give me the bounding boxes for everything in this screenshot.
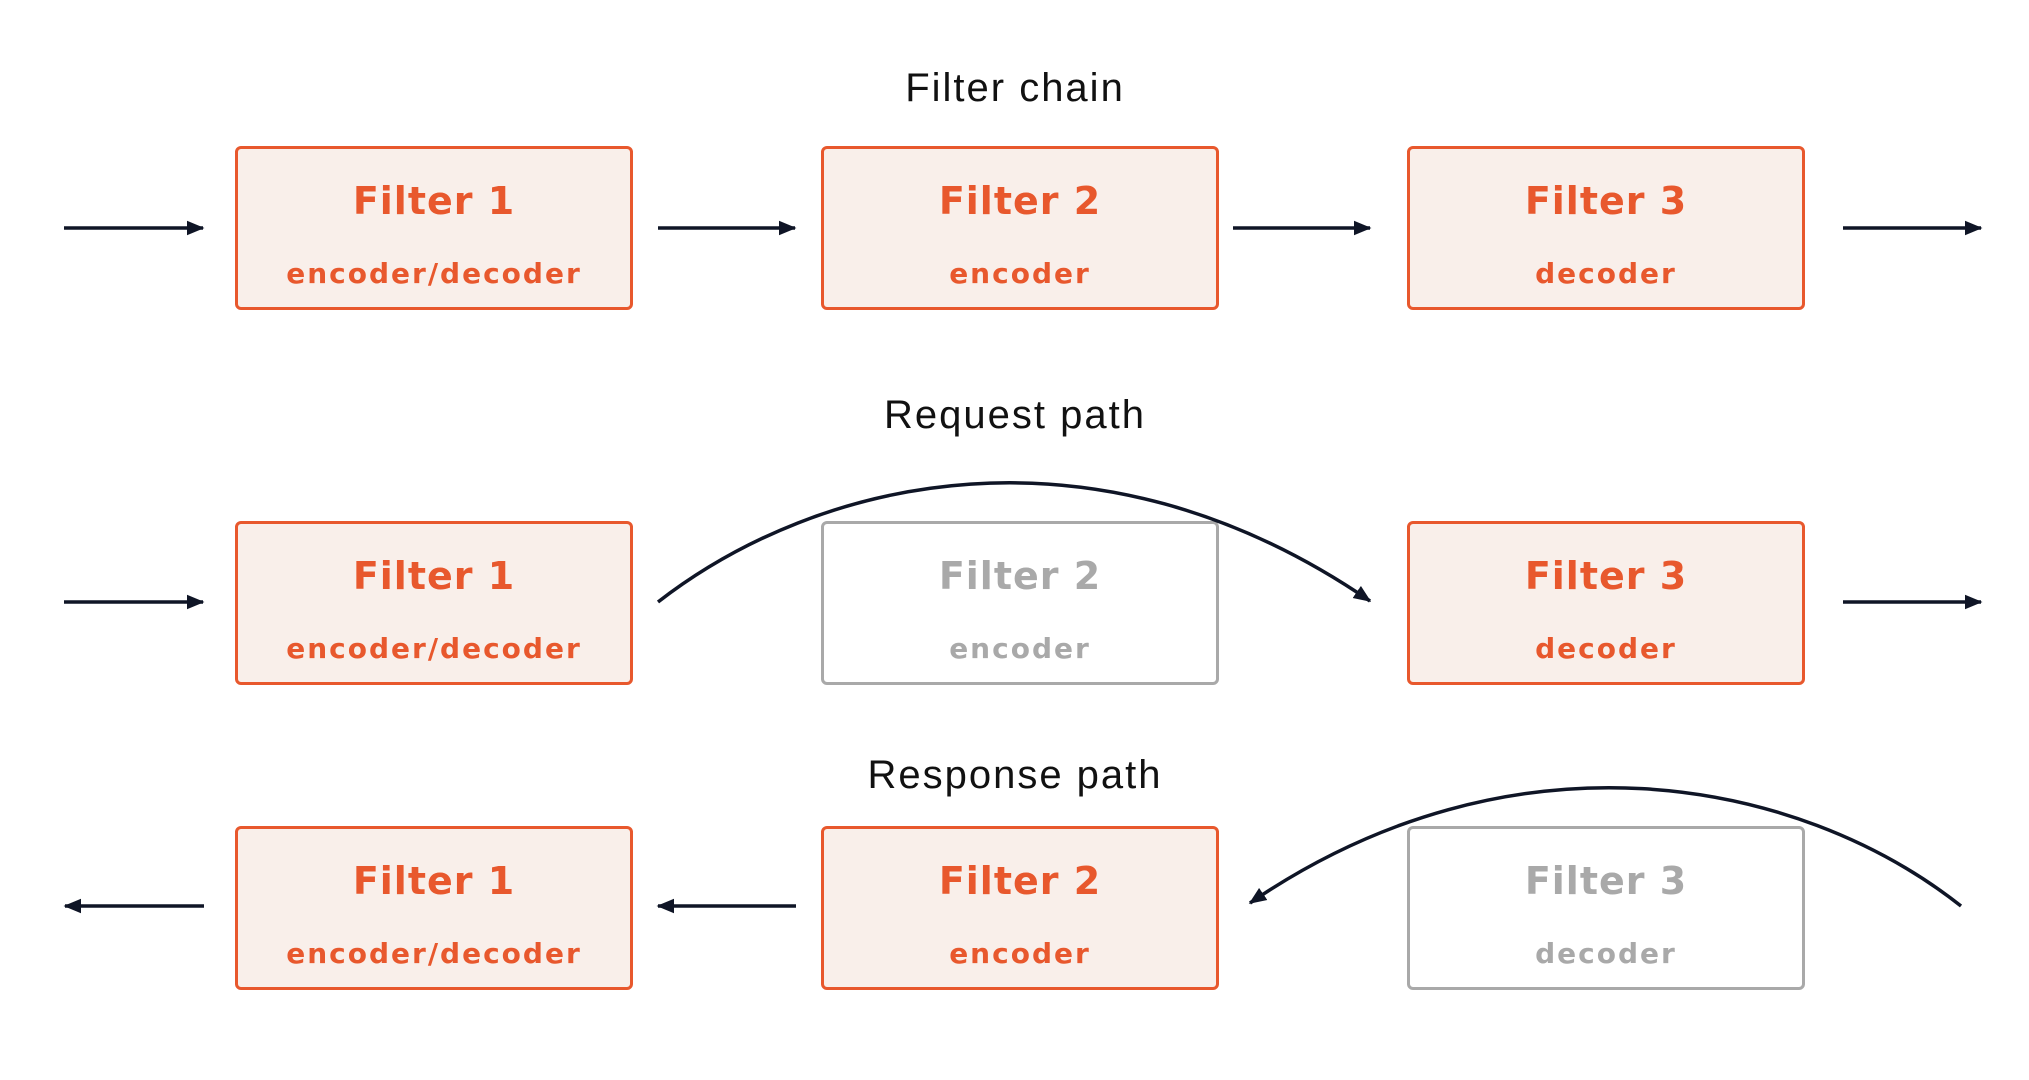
filter-name: Filter 3 (1524, 554, 1688, 598)
filter-role: encoder (949, 632, 1091, 665)
filter-name: Filter 1 (352, 554, 516, 598)
response-skip-arc-arrow (1248, 786, 1963, 908)
filter-name: Filter 2 (938, 859, 1102, 903)
filter-name: Filter 3 (1524, 859, 1688, 903)
chain-filter-2-box: Filter 2 encoder (821, 146, 1219, 310)
filter-name: Filter 2 (938, 554, 1102, 598)
filter-name: Filter 1 (352, 859, 516, 903)
filter-role: encoder/decoder (286, 937, 582, 970)
filter-role: encoder (949, 257, 1091, 290)
filter-role: encoder/decoder (286, 632, 582, 665)
request-filter-3-box: Filter 3 decoder (1407, 521, 1805, 685)
filter-role: encoder/decoder (286, 257, 582, 290)
filter-name: Filter 2 (938, 179, 1102, 223)
filter-role: encoder (949, 937, 1091, 970)
filter-name: Filter 3 (1524, 179, 1688, 223)
filter-chain-title: Filter chain (905, 66, 1125, 110)
filter-role: decoder (1535, 257, 1677, 290)
filter-role: decoder (1535, 937, 1677, 970)
response-filter-2-box: Filter 2 encoder (821, 826, 1219, 990)
filter-name: Filter 1 (352, 179, 516, 223)
request-skip-arc-arrow (656, 481, 1372, 604)
response-filter-1-box: Filter 1 encoder/decoder (235, 826, 633, 990)
response-path-title: Response path (867, 753, 1163, 797)
chain-filter-3-box: Filter 3 decoder (1407, 146, 1805, 310)
request-filter-2-box: Filter 2 encoder (821, 521, 1219, 685)
filter-role: decoder (1535, 632, 1677, 665)
request-filter-1-box: Filter 1 encoder/decoder (235, 521, 633, 685)
response-filter-3-box: Filter 3 decoder (1407, 826, 1805, 990)
request-path-title: Request path (884, 393, 1146, 437)
chain-filter-1-box: Filter 1 encoder/decoder (235, 146, 633, 310)
